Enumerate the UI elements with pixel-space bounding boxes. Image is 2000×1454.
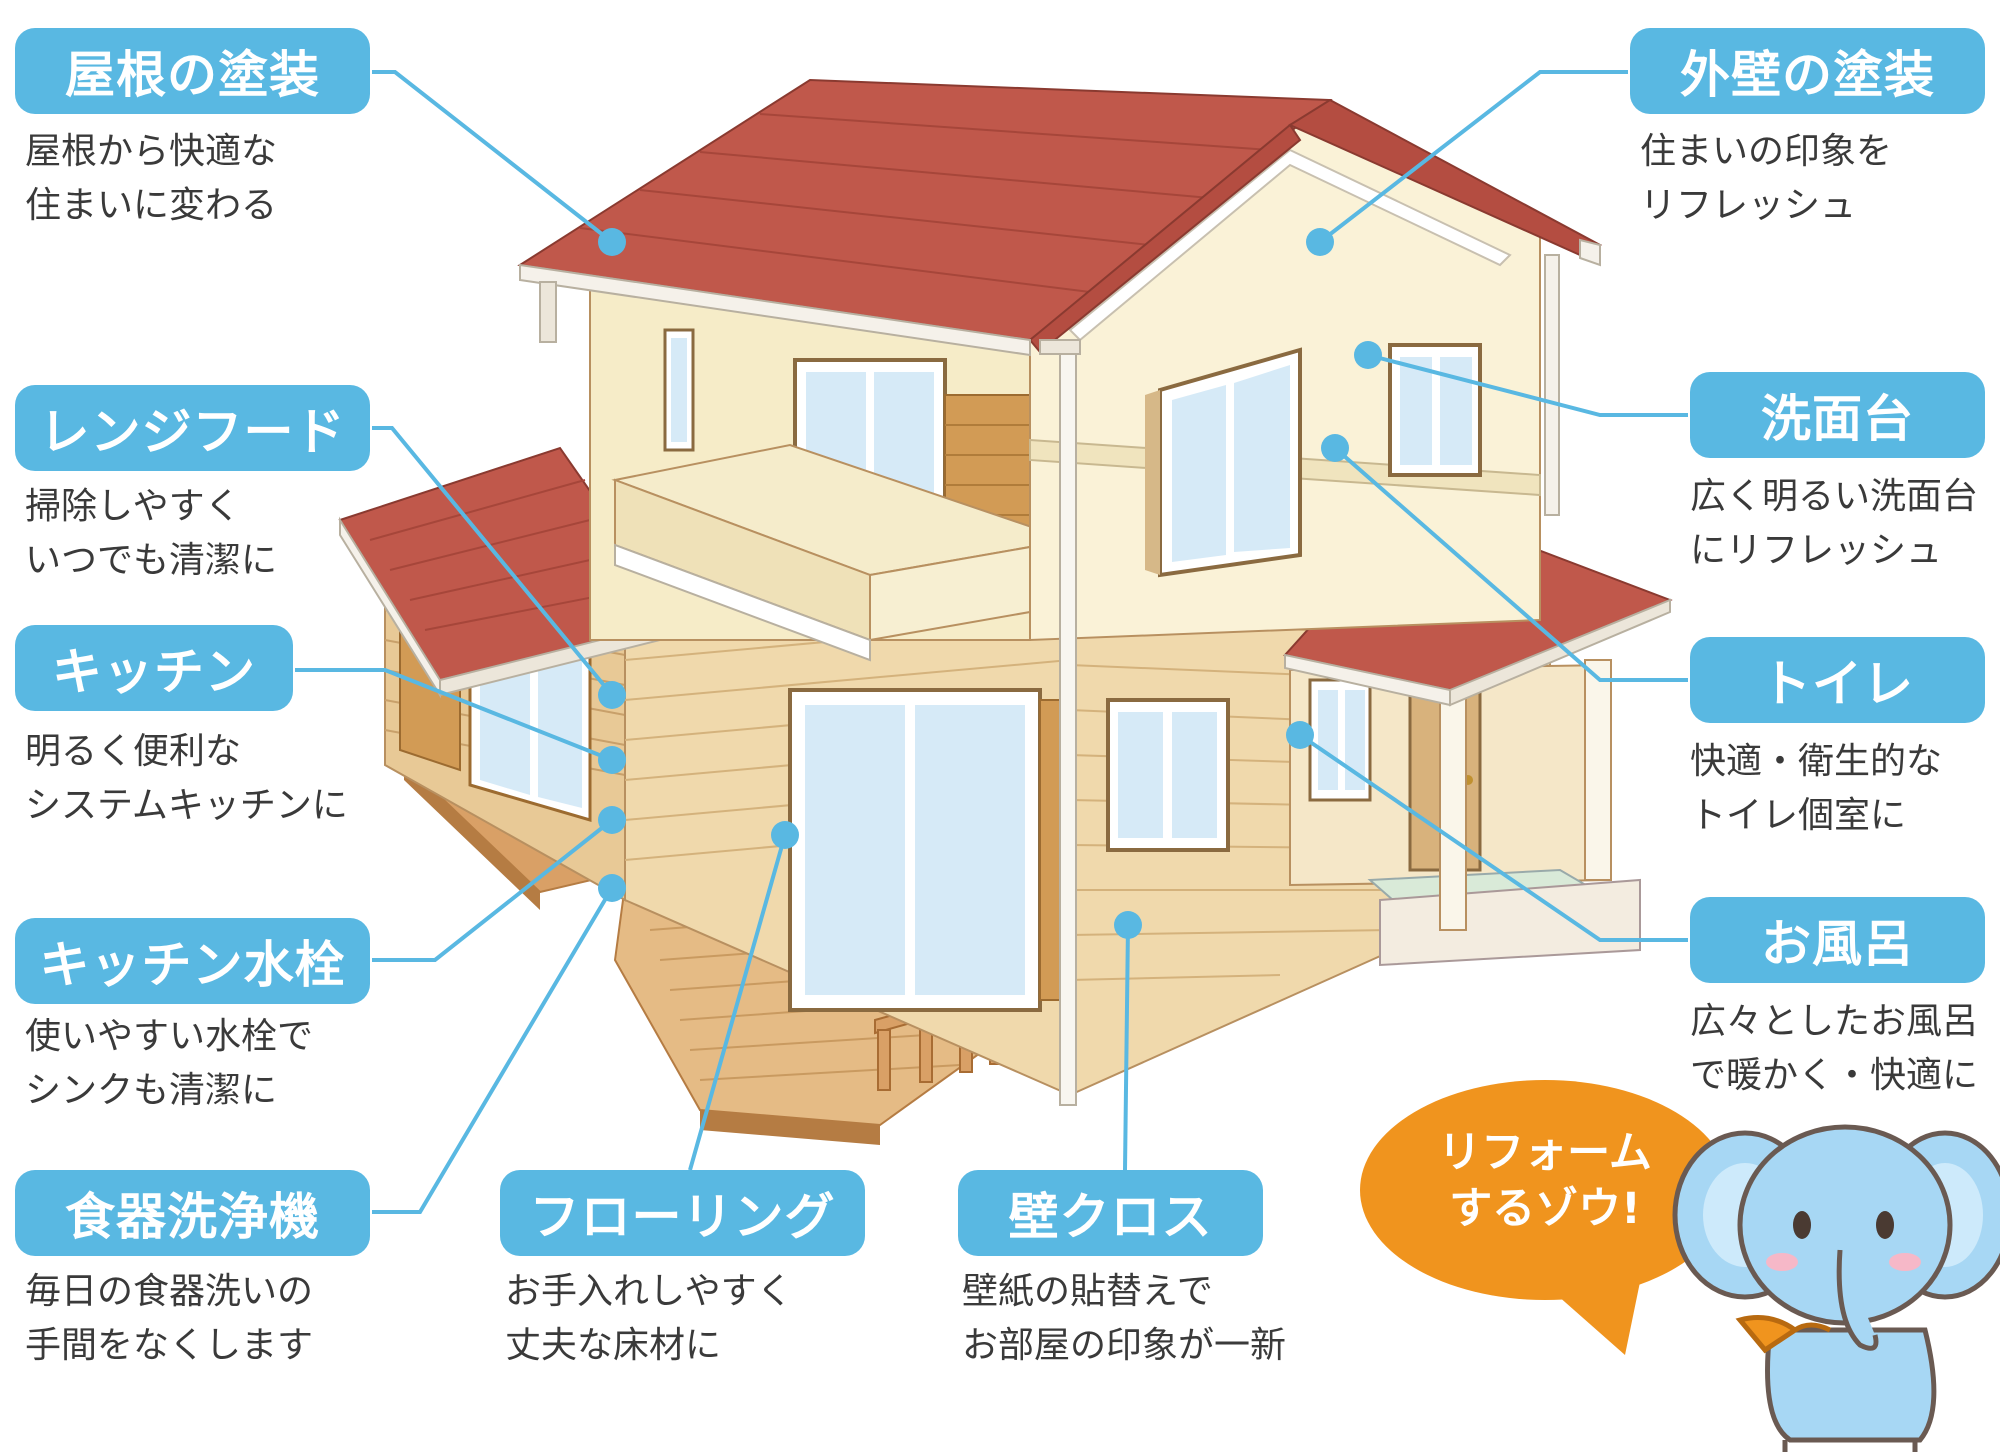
leader-dots: [598, 228, 1382, 939]
leader-lines: [295, 70, 1688, 1214]
label-bath: お風呂: [1690, 897, 1985, 983]
label-range-hood: レンジフード: [15, 385, 370, 471]
leader-line-dishwasher: [372, 886, 614, 1214]
leader-line-bath: [1298, 733, 1688, 942]
label-flooring: フローリング: [500, 1170, 865, 1256]
desc-flooring: お手入れしやすく 丈夫な床材に: [505, 1271, 793, 1366]
house: [338, 78, 1673, 1145]
leader-line-kitchen-faucet: [372, 818, 614, 962]
label-roof-paint: 屋根の塗装: [15, 28, 370, 114]
leader-line-flooring: [688, 834, 787, 1171]
label-washbasin: 洗面台: [1690, 372, 1985, 458]
leader-line-wallpaper: [1123, 924, 1130, 1171]
desc-dishwasher: 毎日の食器洗いの 手間をなくします: [25, 1271, 314, 1366]
marker-dot-kitchen: [598, 746, 626, 774]
marker-dot-toilet: [1321, 434, 1349, 462]
leader-line-range-hood: [372, 426, 614, 697]
marker-dot-washbasin: [1354, 341, 1382, 369]
leader-line-toilet: [1333, 446, 1688, 682]
label-dishwasher: 食器洗浄機: [15, 1170, 370, 1256]
leader-line-exterior-wall: [1318, 70, 1628, 244]
desc-exterior-wall-paint: 住まいの印象を リフレッシュ: [1640, 131, 1893, 226]
marker-dot-flooring: [771, 821, 799, 849]
desc-range-hood: 掃除しやすく いつでも清潔に: [25, 486, 278, 581]
leader-line-roof: [372, 70, 614, 244]
desc-kitchen: 明るく便利な システムキッチンに: [25, 731, 348, 826]
marker-dot-range-hood: [598, 681, 626, 709]
marker-dot-kitchen-faucet: [598, 806, 626, 834]
label-exterior-wall-paint: 外壁の塗装: [1630, 28, 1985, 114]
marker-dot-roof: [598, 228, 626, 256]
marker-dot-exterior-wall: [1306, 228, 1334, 256]
marker-dot-dishwasher: [598, 874, 626, 902]
desc-washbasin: 広く明るい洗面台 にリフレッシュ: [1690, 476, 1979, 571]
mascot-speech-text: リフォーム するゾウ!: [1438, 1128, 1652, 1234]
desc-kitchen-faucet: 使いやすい水栓で シンクも清潔に: [25, 1016, 314, 1111]
marker-dot-wallpaper: [1114, 911, 1142, 939]
desc-toilet: 快適・衛生的な トイレ個室に: [1690, 741, 1943, 836]
label-kitchen: キッチン: [15, 625, 293, 711]
label-kitchen-faucet: キッチン水栓: [15, 918, 370, 1004]
leader-line-kitchen: [295, 668, 613, 762]
leader-line-washbasin: [1367, 353, 1688, 417]
desc-wallpaper: 壁紙の貼替えで お部屋の印象が一新: [962, 1271, 1287, 1366]
speech-bubble: [1360, 1080, 1730, 1355]
elephant-mascot: [1672, 1124, 2000, 1452]
label-toilet: トイレ: [1690, 637, 1985, 723]
label-wallpaper: 壁クロス: [958, 1170, 1263, 1256]
desc-bath: 広々としたお風呂 で暖かく・快適に: [1690, 1001, 1979, 1096]
desc-roof-paint: 屋根から快適な 住まいに変わる: [25, 131, 278, 226]
marker-dot-bath: [1286, 721, 1314, 749]
